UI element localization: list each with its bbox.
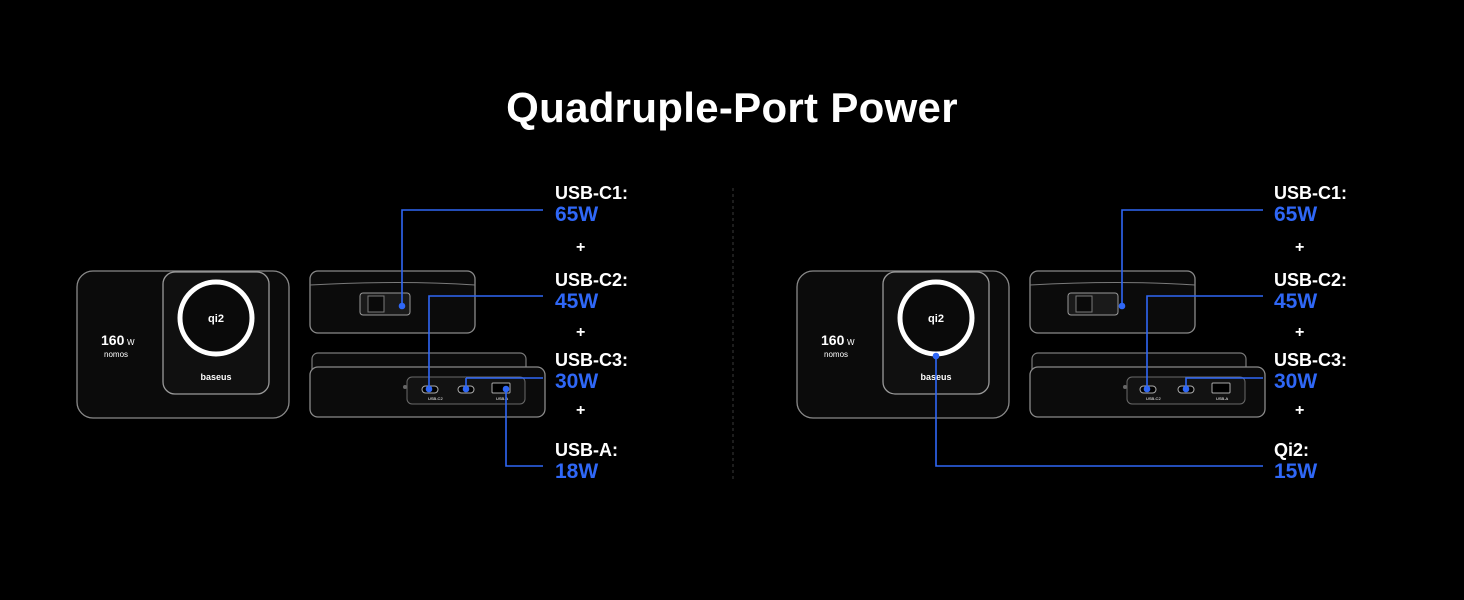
series-name: nomos [824, 350, 848, 359]
qi2-badge: qi2 [928, 313, 944, 325]
left-output-usb-c3-label: USB-C3: [555, 350, 629, 370]
right-output-usb-c2-label: USB-C2: [1274, 270, 1348, 290]
series-name: nomos [104, 350, 128, 359]
right-output-usb-c1-label: USB-C1: [1274, 183, 1348, 203]
right-plus-2: + [1295, 324, 1305, 341]
capacity-value: 160 [821, 332, 845, 348]
page-title: Quadruple-Port Power [506, 84, 958, 131]
left-leader-lines [398, 209, 543, 467]
left-plus-3: + [576, 402, 586, 419]
right-output-usb-c2-value: 45W [1274, 290, 1318, 313]
right-leader-lines [932, 209, 1263, 467]
right-output-qi2-value: 15W [1274, 460, 1318, 483]
capacity-unit: W [127, 338, 135, 347]
port-label-usb-c2: USB-C2 [428, 396, 443, 401]
right-plus-3: + [1295, 402, 1305, 419]
left-output-usb-a-label: USB-A: [555, 440, 618, 460]
left-output-usb-c2-value: 45W [555, 290, 599, 313]
left-output-usb-a-value: 18W [555, 460, 599, 483]
left-power-bank-side-bottom: USB-C2 USB-A [309, 352, 546, 418]
left-power-bank-side-top [309, 270, 476, 334]
left-plus-2: + [576, 324, 586, 341]
right-power-bank-front: qi2 baseus 160 W nomos [796, 270, 1010, 419]
right-plus-1: + [1295, 239, 1305, 256]
left-power-bank-front: qi2 baseus 160 W nomos [76, 270, 290, 419]
port-label-usb-c2: USB-C2 [1146, 396, 1161, 401]
brand-logo: baseus [200, 372, 231, 382]
qi2-ring [177, 279, 255, 357]
left-output-usb-c1-value: 65W [555, 203, 599, 226]
right-output-usb-c1-value: 65W [1274, 203, 1318, 226]
capacity-value: 160 [101, 332, 125, 348]
left-output-usb-c3-value: 30W [555, 370, 599, 393]
right-output-usb-c3-value: 30W [1274, 370, 1318, 393]
left-plus-1: + [576, 239, 586, 256]
left-output-usb-c1-label: USB-C1: [555, 183, 629, 203]
capacity-unit: W [847, 338, 855, 347]
right-power-bank-side-top [1029, 270, 1196, 334]
qi2-badge: qi2 [208, 313, 224, 325]
left-output-usb-c2-label: USB-C2: [555, 270, 629, 290]
port-label-usb-a: USB-A [1216, 396, 1229, 401]
right-output-usb-c3-label: USB-C3: [1274, 350, 1348, 370]
right-output-qi2-label: Qi2: [1274, 440, 1310, 460]
port-label-usb-a: USB-A [496, 396, 509, 401]
